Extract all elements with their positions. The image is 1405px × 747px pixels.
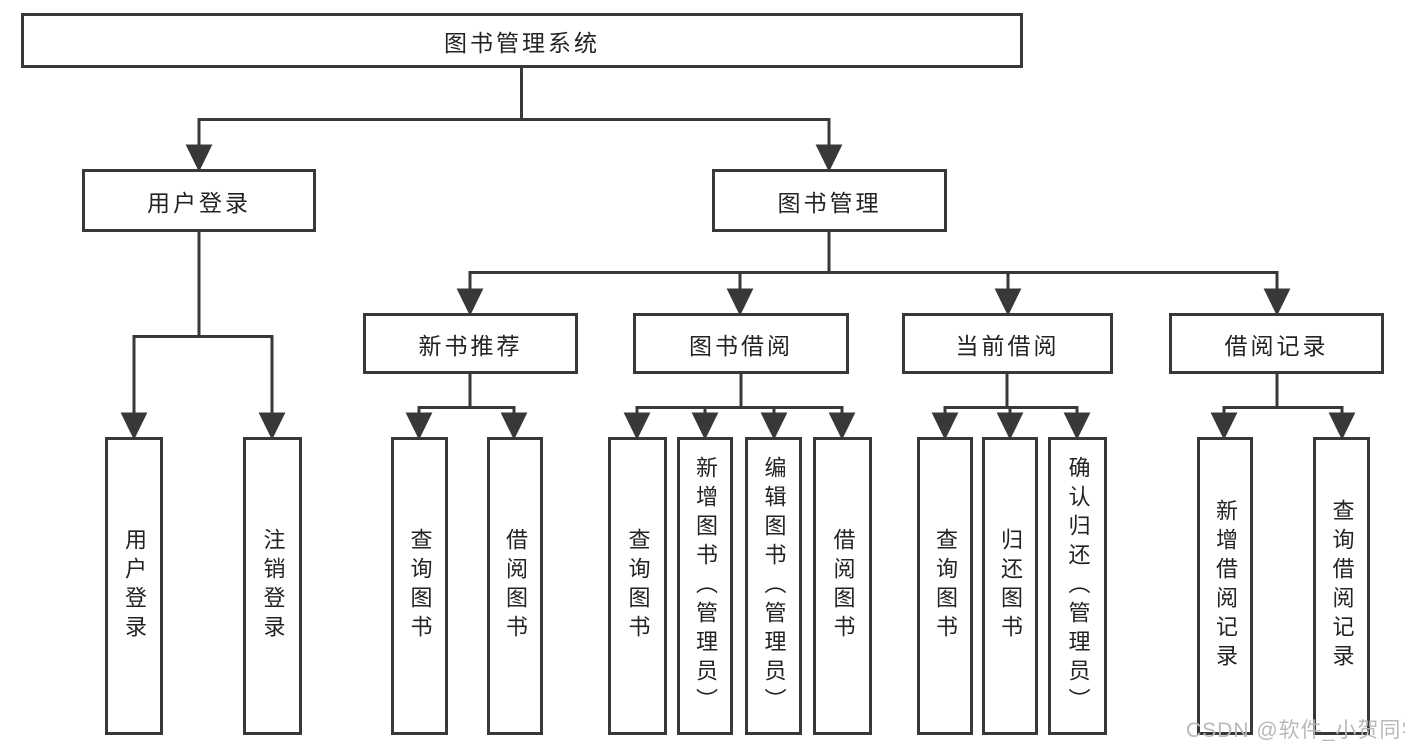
node-book-borrow: 图书借阅 xyxy=(633,313,849,374)
arrow-down-icon xyxy=(760,412,788,440)
leaf-cb-confirm-return-admin: 确认归还（管理员） xyxy=(1048,437,1107,735)
edge-borrow-records-to-leaves xyxy=(1210,374,1356,440)
arrow-down-icon xyxy=(994,288,1022,316)
leaf-bb-query-books: 查询图书 xyxy=(608,437,667,735)
edge-book-borrow-to-leaves xyxy=(623,374,856,440)
arrow-down-icon xyxy=(931,412,959,440)
node-current-borrow: 当前借阅 xyxy=(902,313,1113,374)
arrow-down-icon xyxy=(258,412,286,440)
edge-new-book-rec-to-leaves xyxy=(405,374,528,440)
leaf-br-add-record: 新增借阅记录 xyxy=(1197,437,1253,735)
arrow-down-icon xyxy=(815,144,843,172)
leaf-user-login: 用户登录 xyxy=(105,437,163,735)
arrow-down-icon xyxy=(1210,412,1238,440)
arrow-down-icon xyxy=(120,412,148,440)
arrow-down-icon xyxy=(1263,288,1291,316)
arrow-down-icon xyxy=(1328,412,1356,440)
node-user-login: 用户登录 xyxy=(82,169,316,232)
leaf-cb-return-books: 归还图书 xyxy=(982,437,1038,735)
node-new-book-rec: 新书推荐 xyxy=(363,313,578,374)
arrow-down-icon xyxy=(405,412,433,440)
arrow-down-icon xyxy=(726,288,754,316)
node-book-mgmt: 图书管理 xyxy=(712,169,947,232)
leaf-nbr-borrow-books: 借阅图书 xyxy=(487,437,543,735)
arrow-down-icon xyxy=(691,412,719,440)
leaf-bb-borrow-books: 借阅图书 xyxy=(813,437,872,735)
arrow-down-icon xyxy=(456,288,484,316)
leaf-logout: 注销登录 xyxy=(243,437,302,735)
edge-user-login-to-leaves xyxy=(120,232,286,440)
leaf-bb-add-books-admin: 新增图书（管理员） xyxy=(677,437,733,735)
arrow-down-icon xyxy=(623,412,651,440)
edge-current-borrow-to-leaves xyxy=(931,374,1091,440)
edge-book-mgmt-to-level3 xyxy=(456,232,1291,316)
leaf-bb-edit-books-admin: 编辑图书（管理员） xyxy=(745,437,802,735)
arrow-down-icon xyxy=(185,144,213,172)
arrow-down-icon xyxy=(828,412,856,440)
node-borrow-records: 借阅记录 xyxy=(1169,313,1384,374)
edge-root-to-level2 xyxy=(185,68,843,172)
leaf-br-query-record: 查询借阅记录 xyxy=(1313,437,1370,735)
arrow-down-icon xyxy=(996,412,1024,440)
arrow-down-icon xyxy=(500,412,528,440)
leaf-nbr-query-books: 查询图书 xyxy=(391,437,448,735)
leaf-cb-query-books: 查询图书 xyxy=(917,437,973,735)
arrow-down-icon xyxy=(1063,412,1091,440)
csdn-watermark: CSDN @软件_小贺同学 xyxy=(1186,719,1405,742)
node-root-title: 图书管理系统 xyxy=(21,13,1023,68)
